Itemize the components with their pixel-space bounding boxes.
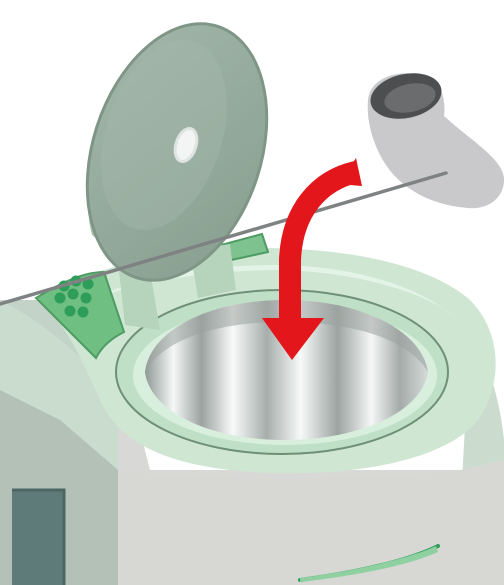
control-button-8 <box>78 307 89 318</box>
lower-front-rim <box>118 460 504 585</box>
rotor-insert-icon <box>366 67 504 208</box>
front-panel <box>12 490 64 585</box>
control-button-6 <box>81 293 92 304</box>
control-button-4 <box>55 293 66 304</box>
control-button-7 <box>65 306 76 317</box>
control-button-5 <box>68 289 79 300</box>
